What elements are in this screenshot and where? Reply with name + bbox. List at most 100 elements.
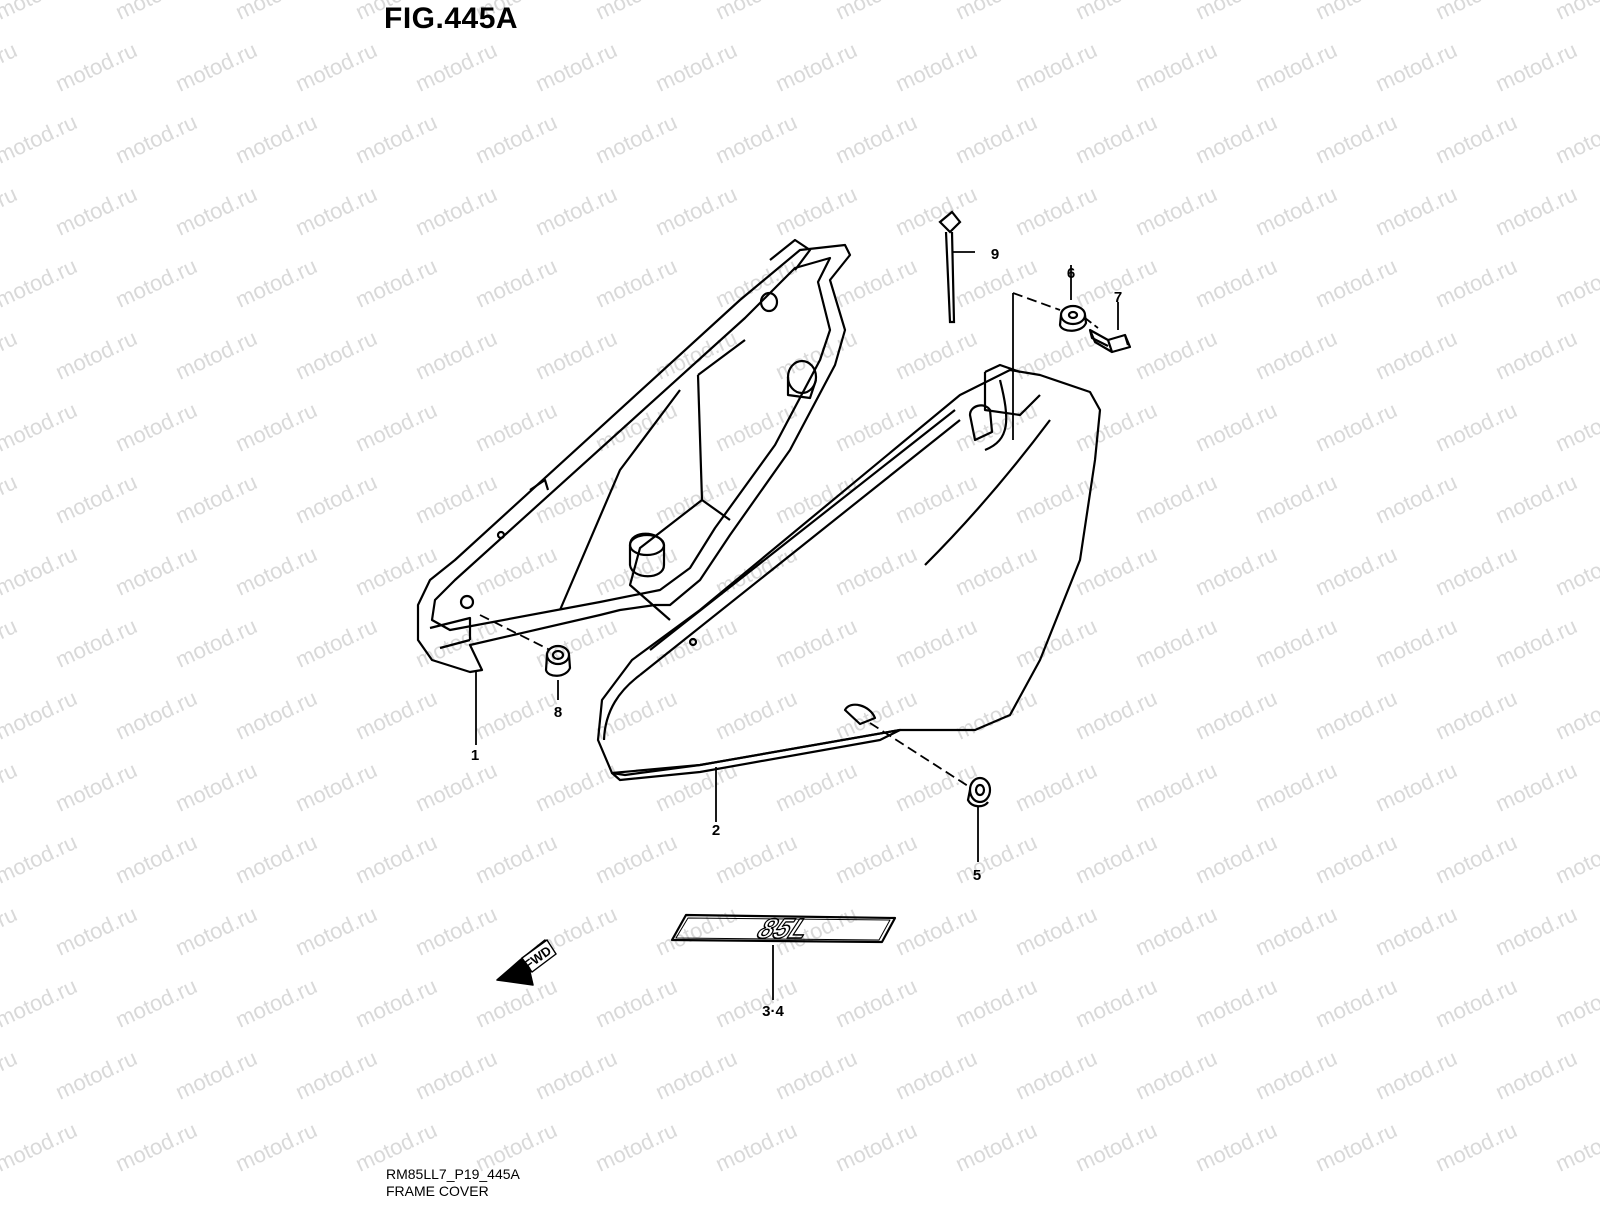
watermark-text: motod.ru [1492,613,1581,672]
watermark-text: motod.ru [292,757,381,816]
callout-1: 1 [471,747,479,764]
watermark-text: motod.ru [532,613,621,672]
watermark-text: motod.ru [712,109,801,168]
watermark-text: motod.ru [112,397,201,456]
watermark-text: motod.ru [1492,325,1581,384]
watermark-text: motod.ru [892,1045,981,1104]
watermark-text: motod.ru [1252,613,1341,672]
watermark-text: motod.ru [1012,901,1101,960]
watermark-text: motod.ru [1252,181,1341,240]
watermark-text: motod.ru [112,685,201,744]
watermark-text: motod.ru [1552,829,1600,888]
watermark-text: motod.ru [52,1045,141,1104]
watermark-text: motod.ru [232,0,321,25]
watermark-layer: motod.ru motod.ru motod.ru motod.ru motod.ru… [0,0,1600,1177]
figure-title: FIG.445A [384,2,519,35]
watermark-text: motod.ru [0,1045,21,1104]
watermark-text: motod.ru [412,37,501,96]
watermark-text: motod.ru [0,469,21,528]
watermark-text: motod.ru [1192,253,1281,312]
watermark-text: motod.ru [772,613,861,672]
watermark-text: motod.ru [52,181,141,240]
watermark-text: motod.ru [1312,109,1401,168]
watermark-text: motod.ru [892,37,981,96]
watermark-text: motod.ru [52,37,141,96]
callout-labels: 1 2 3·4 5 6 7 8 9 [471,246,1122,1020]
watermark-text: motod.ru [1132,325,1221,384]
watermark-text: motod.ru [0,181,21,240]
watermark-text: motod.ru [1492,469,1581,528]
watermark-text: motod.ru [0,109,81,168]
watermark-text: motod.ru [52,613,141,672]
watermark-text: motod.ru [0,973,81,1032]
part-6-cushion [1058,304,1088,332]
watermark-text: motod.ru [1132,757,1221,816]
watermark-text: motod.ru [592,1117,681,1176]
watermark-text: motod.ru [1552,253,1600,312]
watermark-text: motod.ru [952,685,1041,744]
watermark-text: motod.ru [1012,1045,1101,1104]
watermark-text: motod.ru [232,829,321,888]
watermark-text: motod.ru [232,1117,321,1176]
part-9-cable-tie [938,210,962,324]
watermark-text: motod.ru [1132,181,1221,240]
watermark-text: motod.ru [592,0,681,25]
watermark-text: motod.ru [712,1117,801,1176]
watermark-text: motod.ru [172,757,261,816]
watermark-text: motod.ru [52,469,141,528]
watermark-text: motod.ru [1372,325,1461,384]
watermark-text: motod.ru [1312,973,1401,1032]
watermark-text: motod.ru [832,973,921,1032]
watermark-text: motod.ru [772,37,861,96]
watermark-text: motod.ru [1372,181,1461,240]
watermark-text: motod.ru [292,613,381,672]
watermark-text: motod.ru [592,973,681,1032]
watermark-text: motod.ru [1252,1045,1341,1104]
watermark-text: motod.ru [592,829,681,888]
watermark-text: motod.ru [832,685,921,744]
watermark-text: motod.ru [1192,0,1281,25]
watermark-text: motod.ru [0,757,21,816]
watermark-text: motod.ru [1312,685,1401,744]
watermark-text: motod.ru [112,973,201,1032]
watermark-text: motod.ru [0,0,81,25]
watermark-text: motod.ru [112,0,201,25]
watermark-text: motod.ru [832,541,921,600]
watermark-text: motod.ru [652,1045,741,1104]
watermark-text: motod.ru [352,253,441,312]
watermark-text: motod.ru [1492,1045,1581,1104]
watermark-text: motod.ru [352,685,441,744]
watermark-text: motod.ru [892,325,981,384]
watermark-text: motod.ru [952,1117,1041,1176]
watermark-text: motod.ru [532,325,621,384]
watermark-text: motod.ru [0,541,81,600]
watermark-text: motod.ru [1012,469,1101,528]
watermark-text: motod.ru [352,397,441,456]
watermark-text: motod.ru [532,181,621,240]
watermark-text: motod.ru [412,181,501,240]
watermark-text: motod.ru [0,253,81,312]
watermark-text: motod.ru [1432,829,1521,888]
watermark-text: motod.ru [952,0,1041,25]
watermark-text: motod.ru [172,325,261,384]
watermark-text: motod.ru [292,469,381,528]
watermark-text: motod.ru [652,901,741,960]
watermark-text: motod.ru [1012,325,1101,384]
watermark-text: motod.ru [832,829,921,888]
watermark-text: motod.ru [1432,685,1521,744]
watermark-text: motod.ru [1552,541,1600,600]
watermark-text: motod.ru [712,253,801,312]
watermark-text: motod.ru [172,901,261,960]
watermark-text: motod.ru [952,541,1041,600]
watermark-text: motod.ru [952,829,1041,888]
watermark-text: motod.ru [352,541,441,600]
watermark-text: motod.ru [652,469,741,528]
watermark-text: motod.ru [412,469,501,528]
watermark-text: motod.ru [0,901,21,960]
watermark-text: motod.ru [532,757,621,816]
watermark-text: motod.ru [832,0,921,25]
watermark-text: motod.ru [712,685,801,744]
watermark-text: motod.ru [472,541,561,600]
